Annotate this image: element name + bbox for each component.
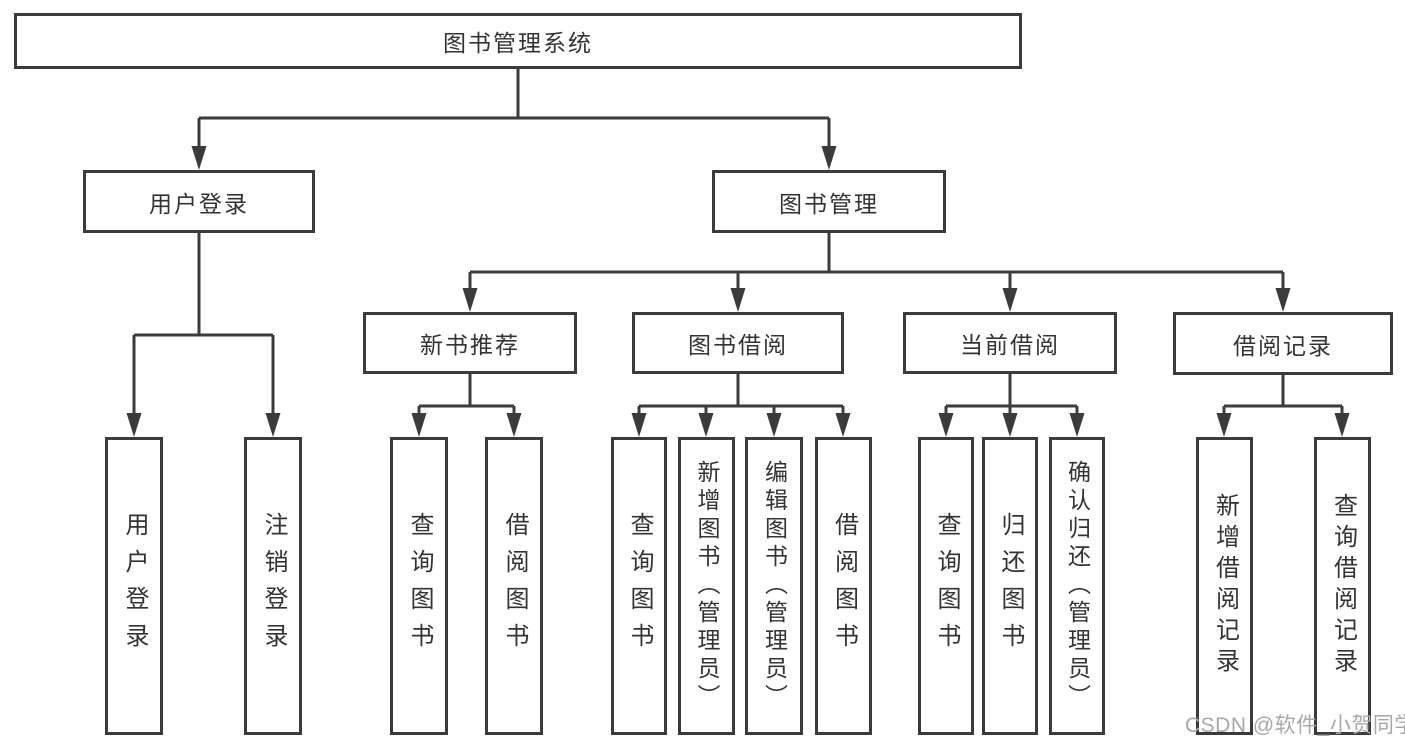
leaf-add-borrow-record-label: 新增借阅记录: [1211, 493, 1239, 679]
leaf-query-books-recommend: 查询图书: [390, 437, 448, 735]
node-book-borrow-label: 图书借阅: [688, 332, 788, 358]
node-borrow-records: 借阅记录: [1173, 312, 1393, 375]
connector-book-borrow-to-leaves: [631, 374, 851, 437]
leaf-query-books-borrow-label: 查询图书: [626, 512, 653, 660]
leaf-logout: 注销登录: [244, 437, 302, 735]
node-book-management: 图书管理: [712, 170, 946, 233]
leaf-query-books-borrow: 查询图书: [611, 437, 667, 735]
node-user-login: 用户登录: [83, 170, 315, 233]
leaf-query-books-current: 查询图书: [918, 437, 974, 735]
node-root-system: 图书管理系统: [14, 13, 1022, 69]
leaf-query-borrow-record: 查询借阅记录: [1314, 437, 1371, 735]
node-current-borrow-label: 当前借阅: [960, 332, 1060, 358]
leaf-borrow-books-label: 借阅图书: [830, 512, 858, 660]
leaf-return-books: 归还图书: [982, 437, 1038, 735]
connector-new-book-recommend-to-leaves: [411, 374, 522, 437]
leaf-add-books-admin-label: 新增图书（管理员）: [694, 460, 720, 712]
node-borrow-records-label: 借阅记录: [1233, 332, 1333, 359]
node-new-book-recommend: 新书推荐: [363, 312, 577, 374]
leaf-confirm-return-admin-label: 确认归还（管理员）: [1064, 460, 1091, 712]
node-current-borrow: 当前借阅: [903, 312, 1117, 374]
leaf-query-borrow-record-label: 查询借阅记录: [1329, 493, 1357, 679]
node-book-borrow: 图书借阅: [632, 312, 844, 374]
leaf-user-login-label: 用户登录: [121, 512, 148, 660]
node-book-management-label: 图书管理: [779, 190, 879, 217]
leaf-borrow-books: 借阅图书: [815, 437, 872, 735]
connector-user-login-to-leaves: [126, 233, 281, 437]
connector-borrow-records-to-leaves: [1216, 374, 1350, 437]
leaf-add-borrow-record: 新增借阅记录: [1196, 437, 1253, 735]
leaf-edit-books-admin: 编辑图书（管理员）: [745, 437, 803, 735]
leaf-query-books-recommend-label: 查询图书: [406, 512, 433, 660]
leaf-edit-books-admin-label: 编辑图书（管理员）: [761, 460, 788, 712]
leaf-query-books-current-label: 查询图书: [933, 512, 960, 660]
node-root-system-label: 图书管理系统: [443, 30, 593, 56]
node-user-login-label: 用户登录: [149, 190, 249, 217]
leaf-confirm-return-admin: 确认归还（管理员）: [1049, 437, 1105, 735]
leaf-add-books-admin: 新增图书（管理员）: [678, 437, 735, 735]
connector-current-borrow-to-leaves: [938, 374, 1085, 437]
connector-root-to-level2: [191, 68, 837, 170]
leaf-logout-label: 注销登录: [260, 512, 287, 660]
csdn-watermark: CSDN @软件_小贺同学: [1185, 714, 1405, 737]
connector-book-management-to-level3: [462, 233, 1291, 312]
leaf-borrow-books-recommend-label: 借阅图书: [501, 512, 528, 660]
leaf-borrow-books-recommend: 借阅图书: [485, 437, 543, 735]
node-new-book-recommend-label: 新书推荐: [420, 332, 520, 358]
leaf-user-login: 用户登录: [105, 437, 163, 735]
leaf-return-books-label: 归还图书: [997, 512, 1024, 660]
